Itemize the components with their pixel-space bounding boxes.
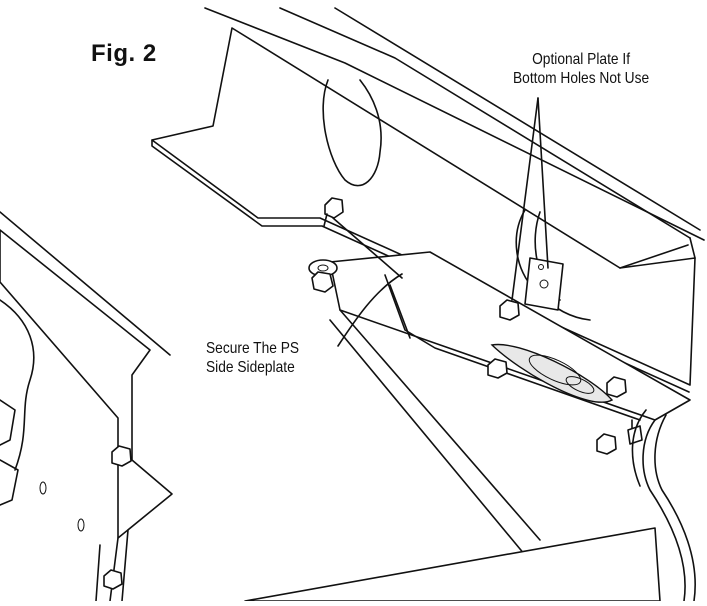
leader-lines bbox=[332, 97, 549, 347]
nut-center-low bbox=[487, 358, 508, 379]
diagonal-member bbox=[329, 309, 541, 556]
bolt-top bbox=[323, 197, 344, 227]
figure-title: Fig. 2 bbox=[91, 40, 157, 67]
optional-plate-callout: Optional Plate If Bottom Holes Not Use bbox=[513, 50, 649, 88]
secure-sideplate-callout: Secure The PS Side Sideplate bbox=[206, 339, 299, 377]
callout-line: Side Sideplate bbox=[206, 359, 295, 376]
nut-middle bbox=[499, 299, 520, 321]
callout-line: Bottom Holes Not Use bbox=[513, 70, 650, 87]
optional-plate bbox=[524, 257, 564, 311]
left-channel bbox=[0, 211, 173, 602]
nut-right bbox=[606, 376, 627, 398]
callout-line: Optional Plate If bbox=[532, 51, 631, 68]
nut-washer-left bbox=[308, 259, 338, 293]
nut-right-lower bbox=[596, 419, 643, 455]
callout-line: Secure The PS bbox=[206, 340, 300, 357]
right-upright-frame bbox=[631, 409, 696, 602]
lower-angle-plate bbox=[329, 251, 691, 421]
bottom-panel bbox=[244, 527, 661, 602]
